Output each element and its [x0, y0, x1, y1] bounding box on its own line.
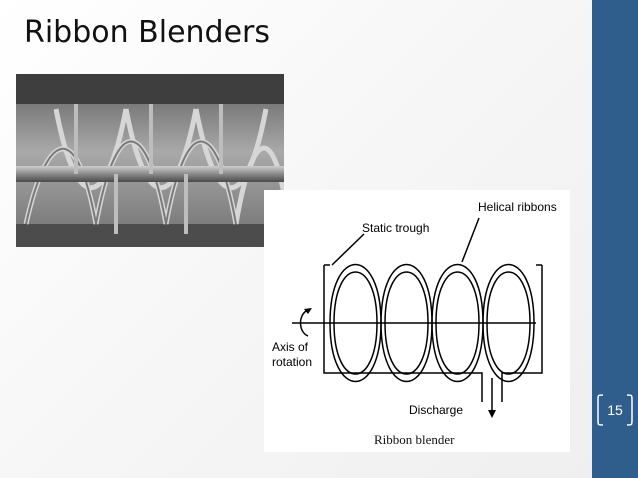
page-number-brackets [597, 394, 633, 426]
label-static-trough: Static trough [362, 221, 430, 235]
diagram-caption: Ribbon blender [374, 432, 455, 447]
ribbon-blender-photo [16, 74, 284, 247]
label-helical-ribbons: Helical ribbons [478, 200, 557, 214]
rotation-arrow [299, 309, 309, 337]
slide-sidebar [592, 0, 638, 478]
slide-title: Ribbon Blenders [24, 15, 271, 50]
page-number-badge: 15 [596, 393, 634, 427]
photo-illustration [16, 74, 284, 247]
label-axis-of: Axis of [272, 340, 309, 354]
label-rotation: rotation [272, 355, 313, 369]
label-discharge: Discharge [409, 403, 464, 417]
page-number: 15 [607, 402, 623, 418]
discharge-arrow-head [488, 410, 496, 418]
slide: Ribbon Blenders [0, 0, 592, 478]
ribbon-blender-diagram: Helical ribbons Static trough Axis of ro… [264, 190, 570, 452]
diagram-drawing [292, 217, 543, 418]
